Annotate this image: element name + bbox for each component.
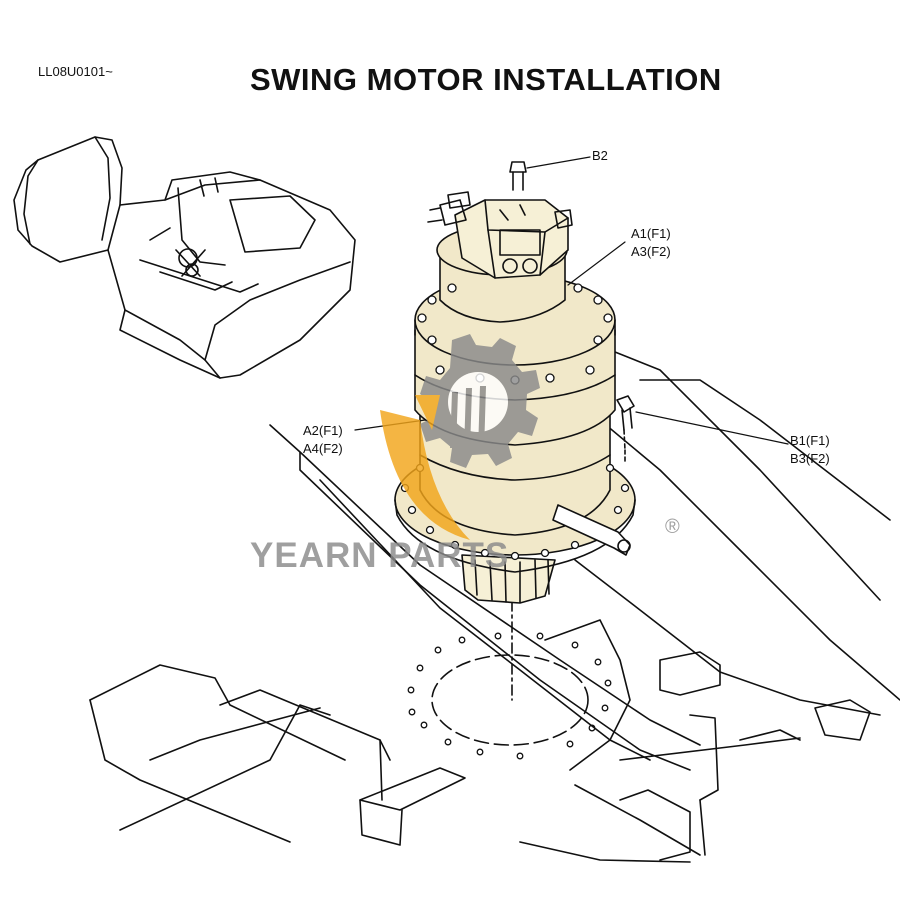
bolt-b1 — [616, 395, 635, 463]
callout-b1: B1(F1) — [790, 433, 830, 448]
callout-b2: B2 — [592, 148, 608, 163]
callout-a4: A4(F2) — [303, 441, 343, 456]
swoosh-accent — [380, 410, 470, 540]
watermark-text: YEARN PARTS — [250, 536, 509, 575]
inset-upper-structure — [13, 136, 356, 379]
page-title: SWING MOTOR INSTALLATION — [250, 62, 722, 97]
registered-mark: ® — [665, 516, 680, 538]
watermark-logo: YEARN PARTS ® — [250, 334, 680, 575]
frame-bolt-circle — [407, 632, 612, 760]
callout-a1: A1(F1) — [631, 226, 671, 241]
revolving-frame — [89, 349, 900, 863]
document-code: LL08U0101~ — [38, 64, 113, 79]
callout-a3: A3(F2) — [631, 244, 671, 259]
bolt-b2 — [509, 161, 527, 191]
callout-b3: B3(F2) — [790, 451, 830, 466]
callout-a2: A2(F1) — [303, 423, 343, 438]
